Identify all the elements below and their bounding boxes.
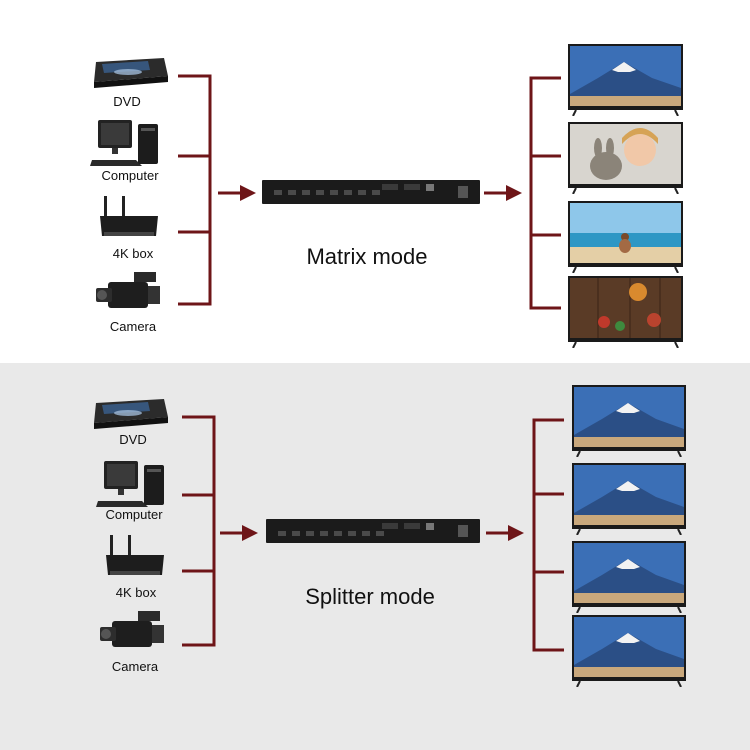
mountain-landscape-icon (572, 615, 686, 687)
input-arrow (220, 525, 258, 541)
source-label-dvd: DVD (113, 94, 141, 109)
hdmi-matrix-device (262, 180, 480, 204)
food-table-icon (568, 276, 683, 348)
mountain-landscape-icon (572, 385, 686, 457)
output-bracket (529, 76, 561, 310)
splitter-mode-panel: DVD Computer 4K box Camera (0, 363, 750, 750)
tv-display (568, 44, 683, 116)
router-box-icon (96, 196, 162, 240)
mode-title-matrix: Matrix mode (306, 244, 428, 269)
mountain-landscape-icon (568, 44, 683, 116)
router-box-icon (102, 535, 168, 579)
tv-display (572, 541, 686, 613)
mode-title-splitter: Splitter mode (305, 584, 435, 609)
source-label-4k-box: 4K box (115, 585, 157, 600)
tv-display (568, 122, 683, 194)
camera-icon (94, 272, 164, 318)
output-arrow (486, 525, 524, 541)
hdmi-splitter-device (266, 519, 480, 543)
source-label-dvd: DVD (119, 432, 147, 447)
input-bracket (178, 74, 212, 306)
mountain-landscape-icon (572, 463, 686, 535)
computer-icon (90, 116, 162, 168)
child-with-rabbit-icon (568, 122, 683, 194)
tv-display (568, 201, 683, 273)
input-bracket (182, 415, 216, 647)
source-label-camera: Camera (109, 319, 157, 334)
computer-icon (96, 457, 168, 509)
beach-person-icon (568, 201, 683, 273)
matrix-mode-panel: DVD Computer 4K box Camera (0, 0, 750, 363)
dvd-player-icon (88, 393, 170, 433)
dvd-player-icon (88, 52, 170, 92)
source-label-4k-box: 4K box (112, 246, 154, 261)
source-label-computer: Computer (101, 168, 159, 183)
source-label-computer: Computer (105, 507, 163, 522)
input-arrow (218, 185, 256, 201)
output-bracket (532, 418, 564, 652)
tv-display (568, 276, 683, 348)
tv-display (572, 615, 686, 687)
source-label-camera: Camera (111, 659, 159, 674)
camera-icon (98, 611, 168, 657)
output-arrow (484, 185, 522, 201)
tv-display (572, 385, 686, 457)
tv-display (572, 463, 686, 535)
mountain-landscape-icon (572, 541, 686, 613)
